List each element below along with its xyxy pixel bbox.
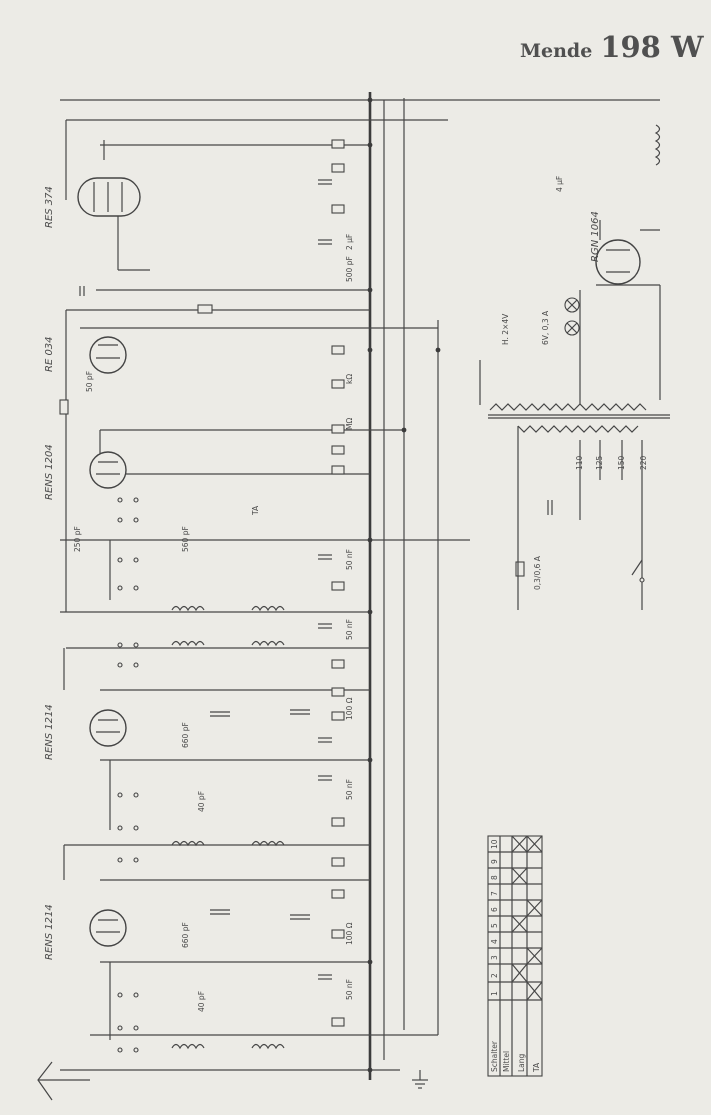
mains-switch [631, 559, 645, 583]
tube-label-re034: RE 034 [44, 336, 55, 372]
label-fuse: 0,3/0,6 A [533, 555, 542, 590]
diagram-title: Mende 198 W [520, 30, 704, 64]
label-c-50nf-c: 50 nF [345, 779, 354, 800]
label-tap-220: 220 [639, 455, 648, 470]
switch-table-row-3: Lang [517, 1053, 526, 1072]
label-r-100ohm-b: 100 Ω [345, 922, 354, 945]
label-lamp-voltage: 6V, 0,3 A [541, 310, 550, 345]
label-c-4uf: 4 µF [555, 176, 564, 192]
switch-table-row-1: Schalter [490, 1040, 499, 1072]
tube-label-rens1214-b: RENS 1214 [44, 904, 55, 960]
switch-contacts [117, 497, 139, 1053]
label-c-660pf-a: 660 pF [181, 722, 190, 748]
switch-table-col-4: 4 [490, 939, 499, 944]
switch-table-col-6: 6 [490, 907, 499, 912]
label-c-50nf-d: 50 nF [345, 979, 354, 1000]
switch-table-col-5: 5 [490, 923, 499, 928]
tube-rens1204 [89, 451, 127, 489]
label-c-40pf-a: 40 pF [197, 791, 206, 812]
label-c-50nf-a: 50 nF [345, 549, 354, 570]
switch-table-col-2: 2 [490, 973, 499, 978]
label-r-mohm: MΩ [345, 418, 354, 430]
label-tap-110: 110 [575, 455, 584, 470]
label-ta: TA [251, 505, 260, 516]
label-r-kohm: kΩ [345, 374, 354, 384]
coils [171, 124, 661, 1050]
switch-table-col-3: 3 [490, 955, 499, 960]
switch-table-col-10: 10 [490, 839, 499, 849]
tube-rgn1064 [595, 220, 660, 286]
label-c-50pf: 50 pF [85, 371, 94, 392]
switch-table-col-8: 8 [490, 875, 499, 880]
switch-table-col-7: 7 [490, 891, 499, 896]
label-c-250pf: 250 pF [73, 526, 82, 552]
brand-name: Mende [520, 40, 593, 62]
label-c-50nf-b: 50 nF [345, 619, 354, 640]
tube-rens1214-b [89, 909, 127, 947]
tube-label-rens1204: RENS 1204 [44, 444, 55, 500]
bus-lines [60, 92, 660, 1080]
rc-network [59, 139, 553, 1027]
label-tap-150: 150 [617, 455, 626, 470]
label-heater-voltage: H. 2×4V [501, 313, 510, 345]
ground-symbol [412, 1070, 428, 1089]
indicator-lamps [564, 297, 580, 336]
junction-dots [367, 97, 441, 1073]
switch-table: Schalter Mittel Lang TA 1 2 3 4 5 6 7 8 … [487, 835, 543, 1077]
label-tap-125: 125 [595, 455, 604, 470]
label-c-660pf-b: 660 pF [181, 922, 190, 948]
tube-re034 [89, 336, 127, 374]
label-r-100ohm-a: 100 Ω [345, 697, 354, 720]
switch-table-row-2: Mittel [502, 1051, 511, 1072]
switch-table-row-4: TA [532, 1062, 541, 1073]
label-c-40pf-b: 40 pF [197, 991, 206, 1012]
tube-rens1214-a [89, 709, 127, 747]
tube-res374 [77, 177, 141, 217]
tube-label-rgn1064: RGN 1064 [590, 211, 601, 262]
tube-label-rens1214-a: RENS 1214 [44, 704, 55, 760]
switch-table-col-1: 1 [490, 991, 499, 996]
switch-table-col-9: 9 [490, 859, 499, 864]
label-c-560pf: 560 pF [181, 526, 190, 552]
power-transformer [479, 285, 670, 610]
tube-label-res374: RES 374 [44, 186, 55, 228]
label-c-2uf: 2 µF [345, 234, 354, 250]
label-c-500pf: 500 pF [345, 256, 354, 282]
antenna-input [37, 1061, 90, 1101]
model-number: 198 W [600, 30, 704, 64]
